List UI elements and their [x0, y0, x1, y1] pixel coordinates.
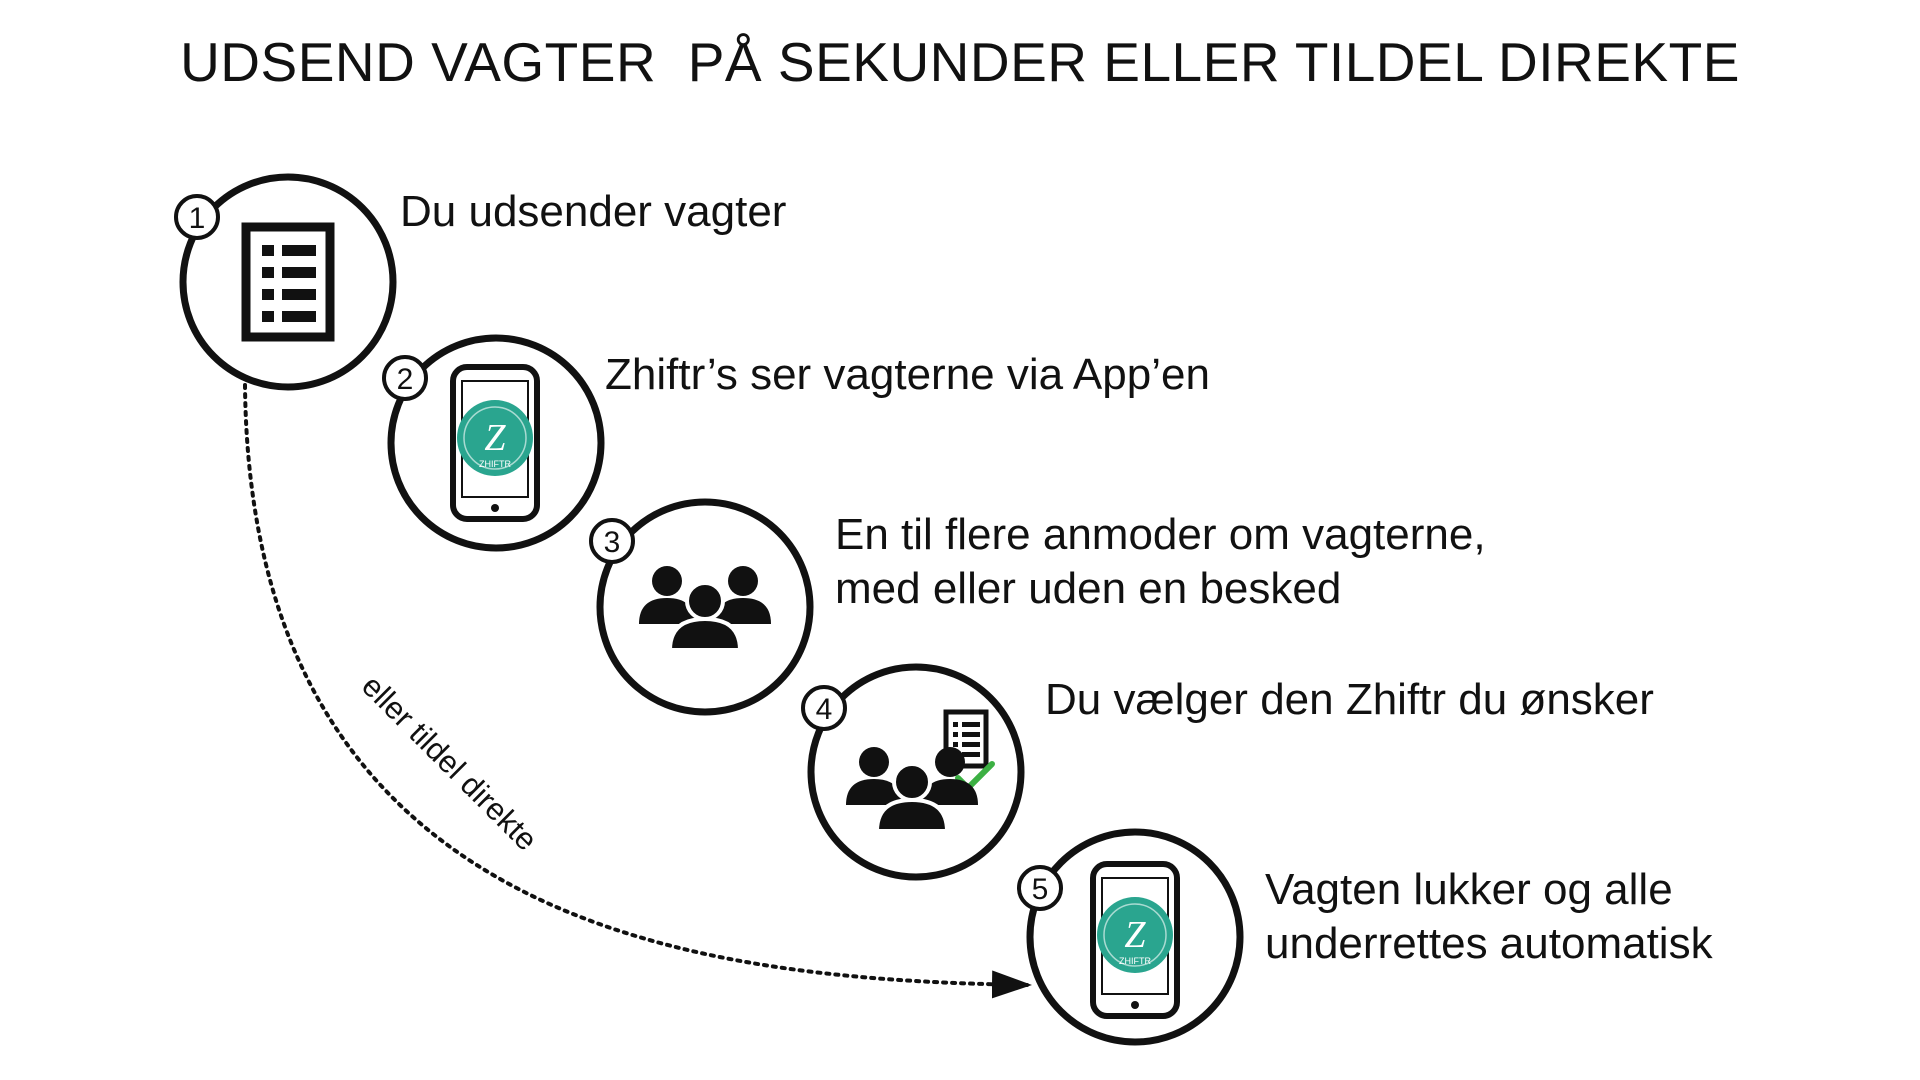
step-1-label: Du udsender vagter — [400, 185, 786, 239]
step-4: 4 — [801, 663, 1025, 881]
phone-app-icon: Z ZHIFTR — [450, 364, 540, 522]
step-3-number-badge — [589, 518, 635, 564]
step-5-label-line-2: underrettes automatisk — [1265, 919, 1713, 968]
step-1: 1 — [174, 173, 397, 391]
step-1-number: 1 — [189, 202, 206, 235]
logo-name: ZHIFTR — [1119, 956, 1151, 966]
step-3-label: En til flere anmoder om vagterne, med el… — [835, 508, 1486, 616]
step-5-number: 5 — [1032, 873, 1049, 906]
page-title: UDSEND VAGTER PÅ SEKUNDER ELLER TILDEL D… — [180, 31, 1740, 93]
shortcut-label: eller tildel direkte — [355, 668, 544, 857]
step-5-number-badge — [1017, 865, 1063, 911]
step-3-label-line-1: En til flere anmoder om vagterne, — [835, 510, 1486, 559]
step-2-label-line-1: Zhiftr’s ser vagterne via App’en — [605, 350, 1210, 399]
step-5-label-line-1: Vagten lukker og alle — [1265, 865, 1673, 914]
zhiftr-logo-icon — [457, 400, 533, 476]
logo-name: ZHIFTR — [479, 459, 511, 469]
step-1-number-badge — [174, 194, 220, 240]
step-2-label: Zhiftr’s ser vagterne via App’en — [605, 348, 1210, 402]
step-2: Z ZHIFTR 2 — [382, 334, 605, 552]
document-list-icon — [241, 222, 335, 342]
step-2-number-badge — [382, 355, 428, 401]
step-5-label: Vagten lukker og alle underrettes automa… — [1265, 863, 1713, 971]
step-4-number-badge — [801, 685, 847, 731]
shortcut-arrow — [243, 383, 1032, 999]
step-3-label-line-2: med eller uden en besked — [835, 564, 1342, 613]
step-4-number: 4 — [816, 693, 833, 726]
step-5: Z ZHIFTR 5 — [1017, 828, 1244, 1046]
group-select-icon — [846, 709, 995, 833]
group-icon — [639, 566, 771, 652]
zhiftr-logo-icon — [1097, 897, 1173, 973]
logo-letter: Z — [484, 417, 506, 459]
step-2-number: 2 — [397, 363, 414, 396]
phone-app-icon: Z ZHIFTR — [1090, 861, 1180, 1019]
step-4-label-line-1: Du vælger den Zhiftr du ønsker — [1045, 675, 1654, 724]
logo-letter: Z — [1124, 914, 1146, 956]
step-3: 3 — [589, 498, 814, 716]
step-4-label: Du vælger den Zhiftr du ønsker — [1045, 673, 1654, 727]
step-3-number: 3 — [604, 526, 621, 559]
step-1-label-line-1: Du udsender vagter — [400, 187, 787, 236]
